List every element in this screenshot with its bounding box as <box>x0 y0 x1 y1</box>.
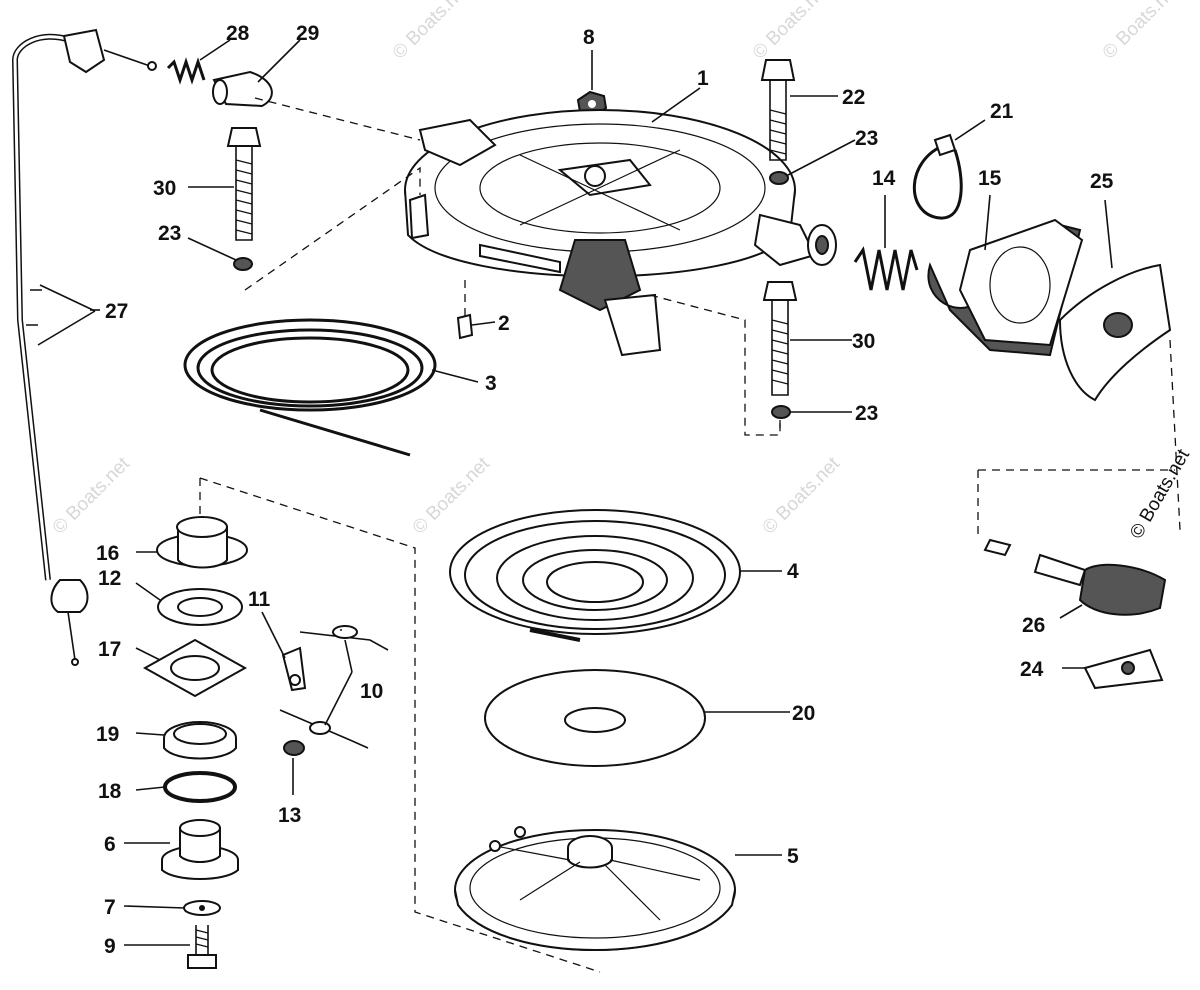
label-1: 1 <box>697 67 709 90</box>
part-3-rope <box>183 318 437 457</box>
label-4: 4 <box>787 560 799 583</box>
part-26-handle <box>983 538 1167 616</box>
label-27: 27 <box>105 300 128 323</box>
label-22: 22 <box>842 86 865 109</box>
part-6-hub <box>161 819 239 880</box>
label-19: 19 <box>96 723 119 746</box>
watermark: © Boats.net <box>49 453 135 539</box>
part-12-washer <box>157 588 243 626</box>
label-30-left: 30 <box>153 177 176 200</box>
part-4-recoil-spring <box>449 509 741 642</box>
label-8: 8 <box>583 26 595 49</box>
part-5-pulley <box>454 826 736 951</box>
part-24-anchor <box>1083 648 1164 690</box>
label-17: 17 <box>98 638 121 661</box>
label-29: 29 <box>296 22 319 45</box>
part-21-clamp <box>912 133 963 220</box>
label-6: 6 <box>104 833 116 856</box>
part-7-washer <box>183 900 221 916</box>
part-16-cap <box>156 516 248 569</box>
label-28: 28 <box>226 22 250 45</box>
label-9: 9 <box>104 935 116 958</box>
part-30-bolt-lower <box>762 281 798 396</box>
label-14: 14 <box>872 167 896 190</box>
part-20-plate <box>484 669 706 767</box>
label-23-left: 23 <box>158 222 181 245</box>
label-15: 15 <box>978 167 1002 190</box>
label-20: 20 <box>792 702 815 725</box>
part-25-plate <box>1058 263 1172 402</box>
part-19-seal <box>163 721 237 760</box>
alignment-lines <box>199 97 1181 973</box>
part-9-screw <box>187 925 217 969</box>
part-27-cable <box>11 28 157 666</box>
label-25: 25 <box>1090 170 1114 193</box>
part-22-bolt <box>760 59 796 161</box>
watermark: © Boats.net <box>759 453 845 539</box>
label-18: 18 <box>98 780 122 803</box>
part-23-washers <box>233 171 791 419</box>
watermark-corner: © Boats.net <box>1126 445 1194 542</box>
label-5: 5 <box>787 845 799 868</box>
part-17-gasket <box>142 638 248 698</box>
label-21: 21 <box>990 100 1014 123</box>
label-23-lower-right: 23 <box>855 402 878 425</box>
watermark: © Boats.net <box>1099 0 1185 64</box>
part-1-starter-housing <box>404 109 837 357</box>
label-2: 2 <box>498 312 510 335</box>
label-13: 13 <box>278 804 301 827</box>
label-30-right: 30 <box>852 330 875 353</box>
label-26: 26 <box>1022 614 1045 637</box>
part-2-pin <box>456 313 474 340</box>
part-29-plunger <box>212 70 273 108</box>
label-7: 7 <box>104 896 116 919</box>
watermark: © Boats.net <box>749 0 835 64</box>
label-16: 16 <box>96 542 119 565</box>
part-13-washer <box>283 740 305 756</box>
part-28-spring <box>166 57 206 85</box>
label-23-upper-right: 23 <box>855 127 878 150</box>
part-15-grommet <box>927 218 1084 357</box>
watermark: © Boats.net <box>409 453 495 539</box>
label-11: 11 <box>248 588 271 611</box>
part-30-bolt-upper <box>226 127 262 241</box>
label-3: 3 <box>485 372 497 395</box>
label-24: 24 <box>1020 658 1044 681</box>
callout-labels: 1 2 3 4 5 6 7 8 9 10 11 12 13 14 15 16 1… <box>96 22 1114 958</box>
label-10: 10 <box>360 680 383 703</box>
watermark: © Boats.net <box>389 0 475 64</box>
leader-lines <box>37 39 1113 946</box>
label-12: 12 <box>98 567 121 590</box>
part-18-ring <box>163 771 237 803</box>
part-14-spring <box>853 246 919 291</box>
part-11-pawl <box>281 646 307 692</box>
